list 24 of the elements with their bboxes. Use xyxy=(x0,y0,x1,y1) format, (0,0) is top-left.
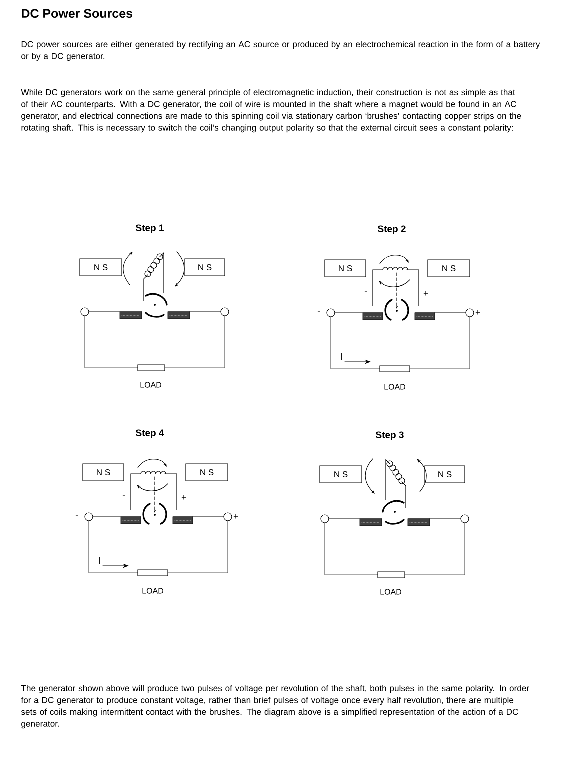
load-label: LOAD xyxy=(384,384,406,390)
load-label: LOAD xyxy=(380,589,402,595)
magnet: N S xyxy=(424,466,466,484)
load-label: LOAD xyxy=(140,382,162,388)
polarity-sign: + xyxy=(424,292,428,296)
paragraph: DC power sources are either generated by rectifying an AC source or produced by an electrochemical reaction in the form of a battery or by a DC generator. xyxy=(22,41,540,62)
polarity-sign: + xyxy=(476,310,480,315)
magnet: N S xyxy=(186,464,228,482)
step-label: Step 1 xyxy=(136,224,164,234)
magnet: N S xyxy=(184,258,226,276)
load-label: LOAD xyxy=(142,588,164,594)
paragraph: While DC generators work on the same general principle of electromagnetic induction, their construction is not as simple as that of their AC counterparts. With a DC generator, the coil of wire is mounted in the shaft where a magnet would be found in an AC generator, and electrical connections are made to this spinning coil via stationary carbon ‘brushes’ contacting copper strips on the rotating shaft. This is necessary to switch the coil’s changing output polarity so that the external circuit sees a constant polarity: xyxy=(21,89,522,133)
step-label: Step 2 xyxy=(378,226,406,234)
paragraph: The generator shown above will produce two pulses of voltage per revolution of the shaft, both pulses in the same polarity. In order for a DC generator to produce constant voltage, rather than brief pulses of voltage once every half revolution, there are multiple sets of coils making intermittent contact with the brushes. The diagram above is a simplified representation of the action of a DC generator. xyxy=(21,685,530,729)
step-label: Step 3 xyxy=(376,432,404,440)
magnet: N S xyxy=(82,464,124,482)
polarity-sign: + xyxy=(234,514,238,519)
magnet: N S xyxy=(80,258,122,276)
magnet: N S xyxy=(428,260,470,278)
title: DC Power Sources xyxy=(22,9,133,18)
magnet: N S xyxy=(320,466,362,484)
step-label: Step 4 xyxy=(136,430,164,438)
polarity-sign: + xyxy=(182,496,186,500)
magnet: N S xyxy=(324,260,366,278)
